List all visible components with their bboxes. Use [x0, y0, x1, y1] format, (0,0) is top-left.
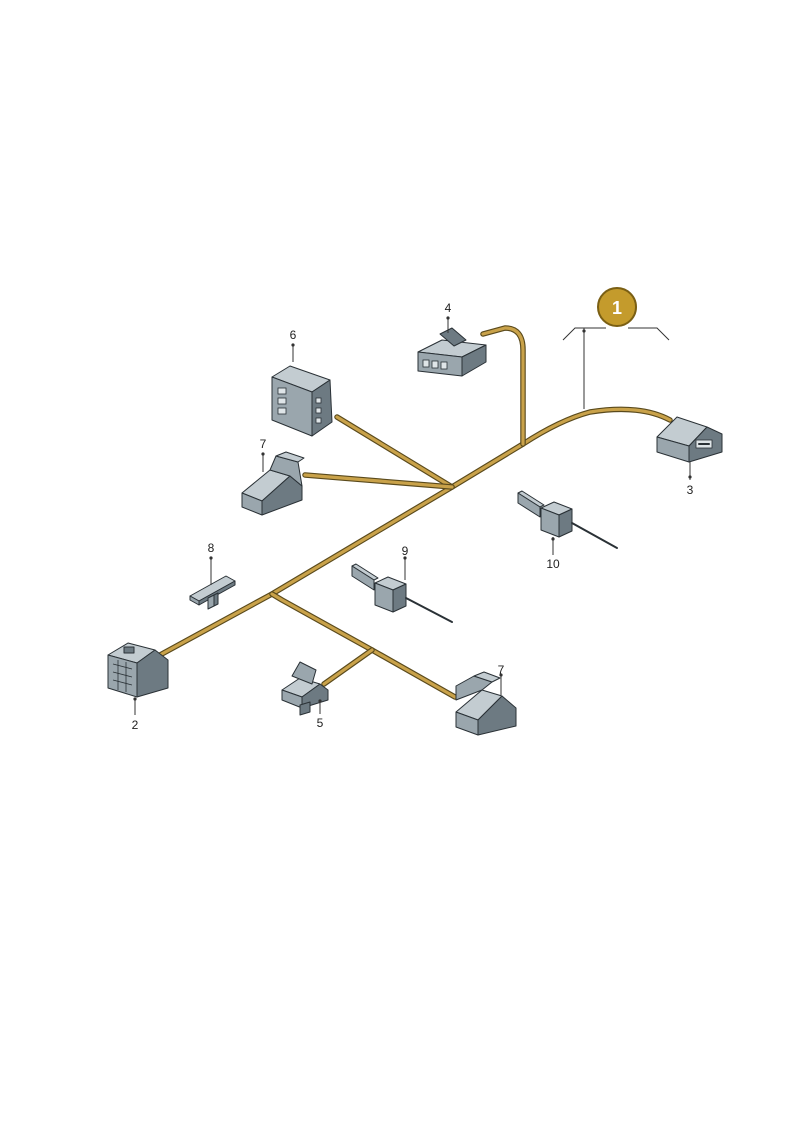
branch-connector-5 — [321, 647, 375, 687]
wiring-harness — [157, 325, 673, 700]
callout-5: 5 — [317, 716, 324, 730]
callout-7-upper: 7 — [260, 437, 267, 451]
bracket-left — [562, 327, 606, 341]
assembly-badge: 1 — [562, 287, 670, 409]
callout-10: 10 — [546, 557, 560, 571]
branch-connector-7-upper — [302, 472, 455, 490]
branch-connector-6 — [334, 414, 455, 490]
callout-6: 6 — [290, 328, 297, 342]
callout-4: 4 — [445, 301, 452, 315]
connector-3: 3 — [656, 416, 723, 497]
callout-9: 9 — [402, 544, 409, 558]
sensor-9: 9 — [351, 544, 453, 623]
callout-2: 2 — [132, 718, 139, 732]
badge-circle — [597, 287, 637, 327]
branch-lower — [269, 591, 458, 700]
connector-7-lower: 7 — [455, 663, 517, 736]
connector-5: 5 — [281, 661, 329, 730]
connector-7-upper: 7 — [241, 437, 305, 516]
connector-2: 2 — [107, 642, 169, 732]
bracket-right — [628, 327, 670, 341]
callout-8: 8 — [208, 541, 215, 555]
connector-6: 6 — [271, 328, 333, 437]
sensor-10: 10 — [517, 490, 618, 571]
callout-3: 3 — [687, 483, 694, 497]
callout-7-lower: 7 — [498, 663, 505, 677]
harness-trunk — [157, 406, 673, 658]
branch-connector-4 — [480, 325, 526, 447]
connector-4: 4 — [417, 301, 487, 377]
badge-number: 1 — [612, 298, 622, 318]
clip-8: 8 — [189, 541, 236, 610]
